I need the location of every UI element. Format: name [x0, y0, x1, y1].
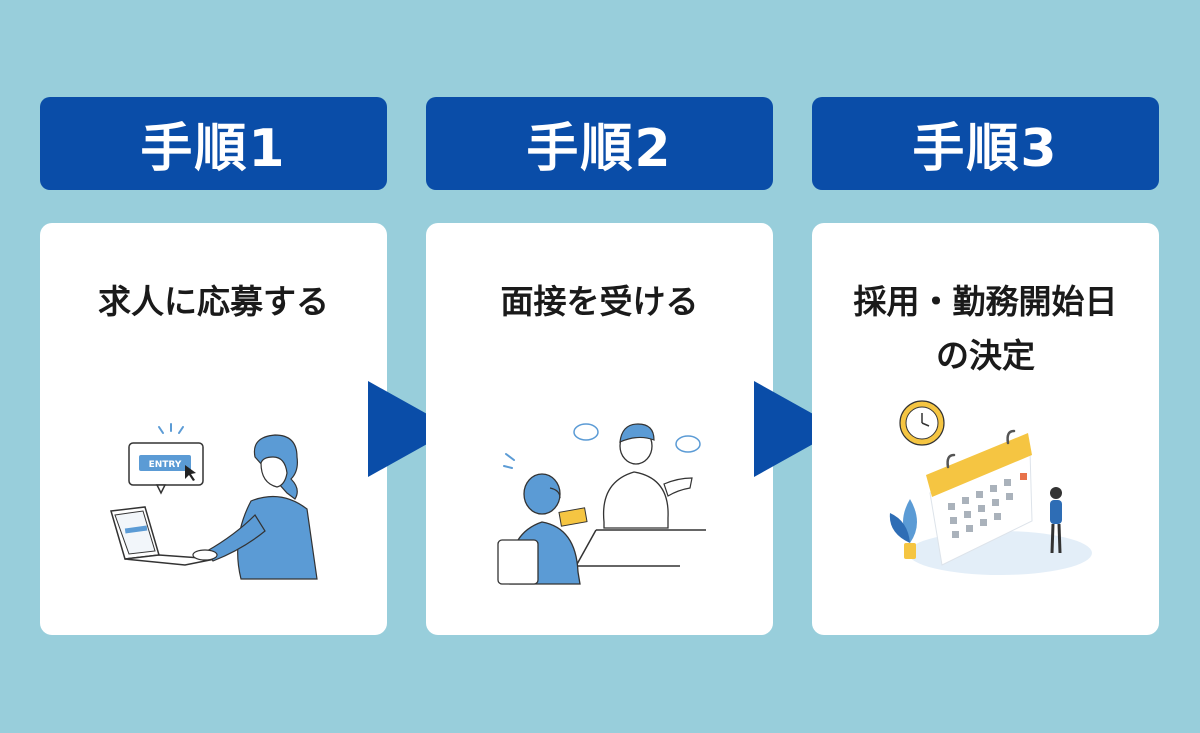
applicant-laptop-illustration: ENTRY [110, 423, 318, 580]
calendar-clock-illustration [889, 400, 1092, 575]
interview-illustration [497, 423, 706, 585]
step-3-title-line-2: の決定 [936, 336, 1035, 375]
step-1-header: 手順1 [40, 97, 387, 190]
step-2-header: 手順2 [426, 97, 773, 190]
step-3-header: 手順3 [812, 97, 1159, 190]
arrow-right-icon [368, 381, 454, 477]
step-2-title-line-1: 面接を受ける [500, 282, 699, 321]
step-3-title: 採用・勤務開始日 の決定 [812, 275, 1159, 383]
step-1-title: 求人に応募する [40, 275, 387, 329]
step-2-label: 手順2 [526, 119, 673, 179]
arrow-right-icon [754, 381, 840, 477]
entry-button-label: ENTRY [149, 460, 182, 470]
step-3-label: 手順3 [912, 119, 1059, 179]
step-1-label: 手順1 [140, 119, 287, 179]
step-3-card: 採用・勤務開始日 の決定 [812, 223, 1159, 635]
step-2-title: 面接を受ける [426, 275, 773, 329]
step-3-title-line-1: 採用・勤務開始日 [853, 282, 1118, 321]
step-1-card: 求人に応募する ENTRY [40, 223, 387, 635]
step-2-card: 面接を受ける [426, 223, 773, 635]
step-1-title-line-1: 求人に応募する [98, 282, 329, 321]
